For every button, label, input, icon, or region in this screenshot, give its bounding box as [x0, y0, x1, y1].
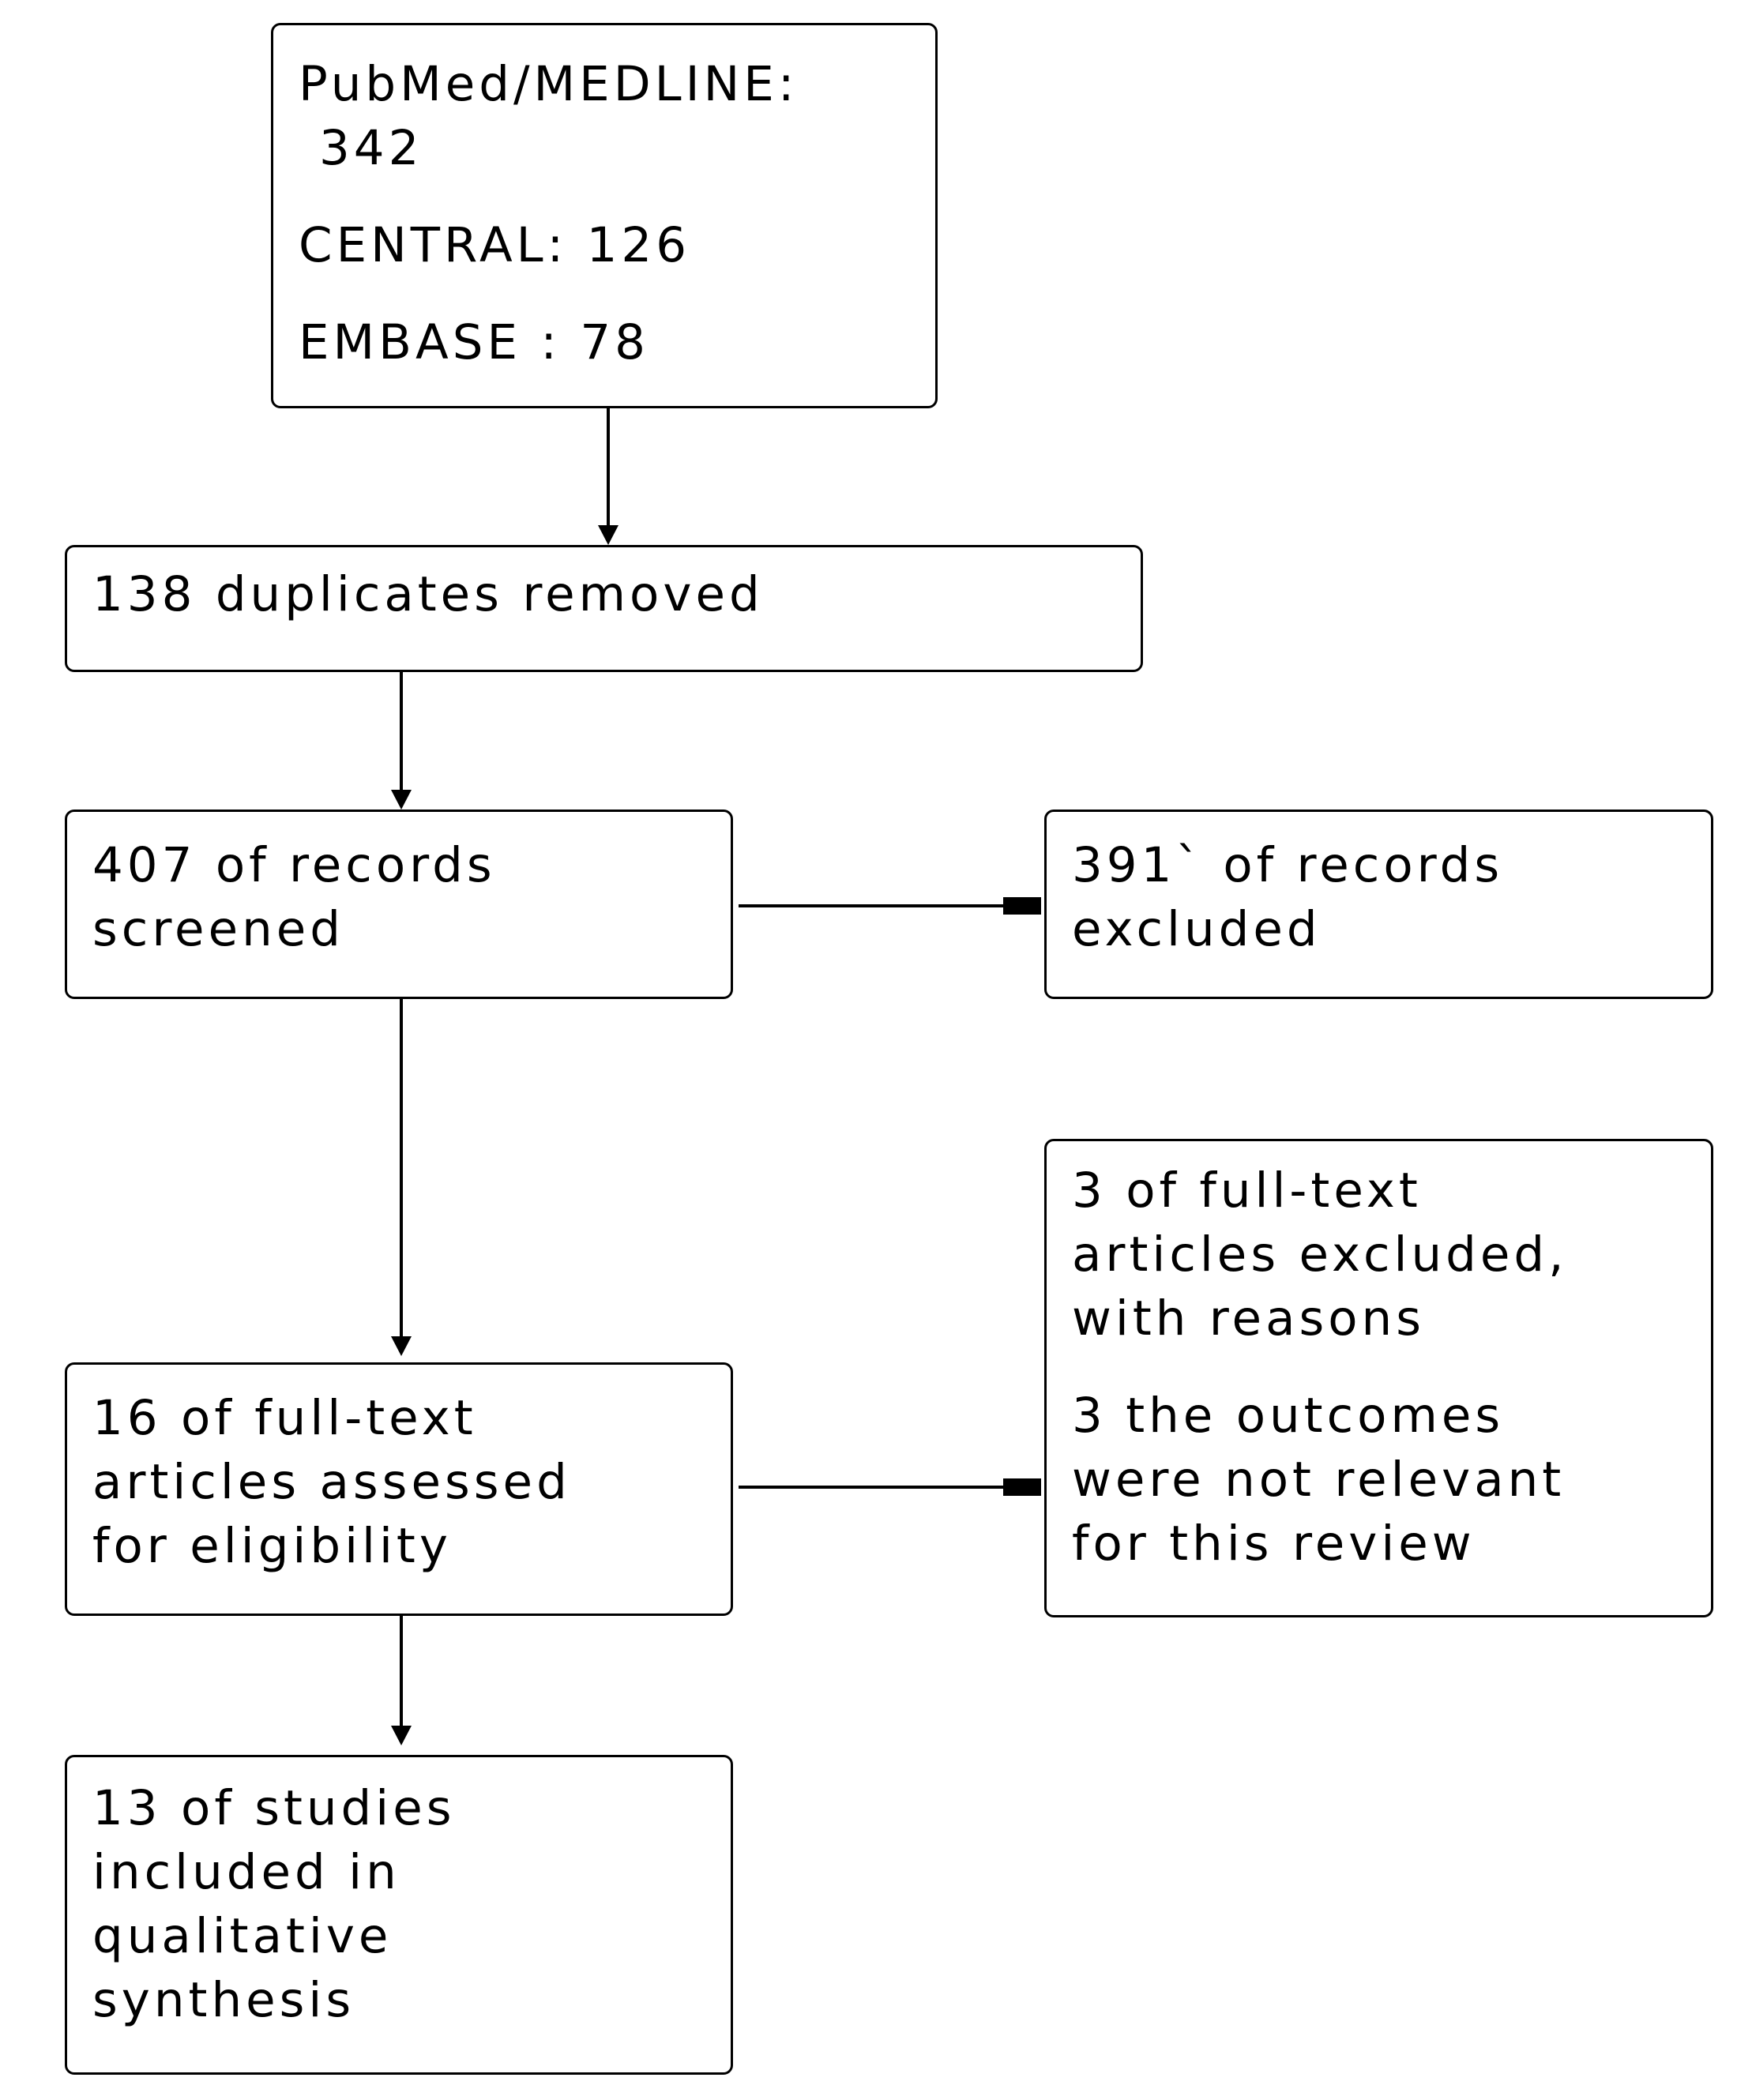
- box-fulltext-excluded: 3 of full-text articles excluded, with r…: [1044, 1139, 1713, 1617]
- screened-line-1: 407 of records: [92, 837, 496, 893]
- excluded-records-line-2: excluded: [1072, 901, 1322, 957]
- arrowhead-duplicates: [598, 525, 618, 545]
- fulltext-excluded-line-4: 3 the outcomes: [1072, 1388, 1505, 1444]
- box-records-screened: 407 of records screened: [65, 810, 733, 999]
- source-embase: EMBASE : 78: [299, 314, 649, 370]
- fulltext-assessed-line-1: 16 of full-text: [92, 1390, 477, 1446]
- box-studies-included: 13 of studies included in qualitative sy…: [65, 1755, 733, 2075]
- screened-line-2: screened: [92, 901, 345, 957]
- arrowhead-screened: [391, 790, 412, 810]
- fulltext-excluded-line-6: for this review: [1072, 1516, 1476, 1572]
- fulltext-assessed-line-2: articles assessed: [92, 1454, 571, 1510]
- arrowhead-fulltext: [391, 1336, 412, 1356]
- fulltext-assessed-line-3: for eligibility: [92, 1518, 452, 1574]
- box-database-sources: PubMed/MEDLINE: 342 CENTRAL: 126 EMBASE …: [271, 23, 938, 408]
- source-central: CENTRAL: 126: [299, 217, 691, 273]
- included-line-1: 13 of studies: [92, 1780, 456, 1836]
- box-records-excluded: 391` of records excluded: [1044, 810, 1713, 999]
- excluded-records-line-1: 391` of records: [1072, 837, 1504, 893]
- fulltext-excluded-line-3: with reasons: [1072, 1290, 1425, 1347]
- box-duplicates-removed: 138 duplicates removed: [65, 545, 1143, 672]
- included-line-2: included in: [92, 1844, 400, 1900]
- source-pubmed-count: 342: [319, 120, 423, 176]
- source-pubmed-label: PubMed/MEDLINE:: [299, 56, 799, 112]
- duplicates-text: 138 duplicates removed: [92, 566, 764, 622]
- arrowhead-included: [391, 1726, 412, 1745]
- fulltext-excluded-line-2: articles excluded,: [1072, 1227, 1568, 1283]
- fulltext-excluded-line-5: were not relevant: [1072, 1452, 1566, 1508]
- arrowhead-excluded-fulltext: [1003, 1478, 1041, 1496]
- included-line-3: qualitative: [92, 1908, 393, 1964]
- arrowhead-excluded-records: [1003, 897, 1041, 915]
- box-fulltext-assessed: 16 of full-text articles assessed for el…: [65, 1362, 733, 1616]
- included-line-4: synthesis: [92, 1972, 355, 2028]
- fulltext-excluded-line-1: 3 of full-text: [1072, 1163, 1422, 1219]
